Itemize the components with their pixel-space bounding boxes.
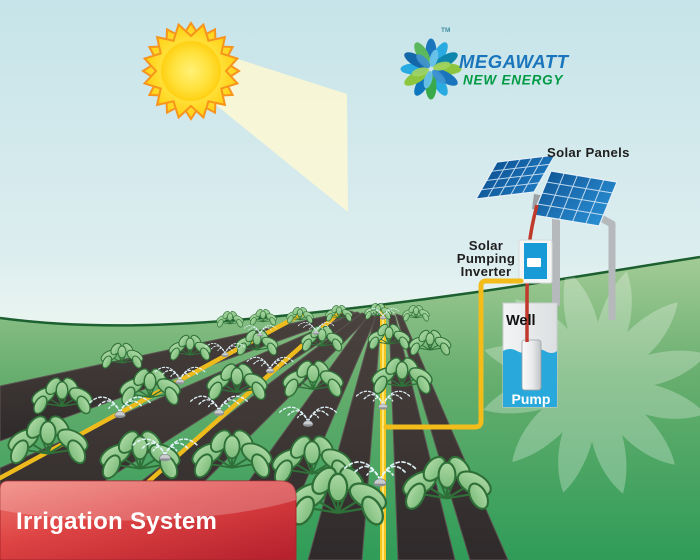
flower-logo-icon <box>400 38 462 100</box>
banner-shine <box>0 481 296 521</box>
well-label: Well <box>506 313 536 329</box>
banner-background <box>0 480 297 560</box>
trademark-mark: TM <box>441 27 450 34</box>
inverter-display <box>527 258 541 267</box>
logo: TM MEGAWATT NEW ENERGY <box>400 27 570 100</box>
solar-panels-label: Solar Panels <box>547 145 630 160</box>
inverter <box>518 239 553 284</box>
pump-label: Pump <box>512 391 551 407</box>
title-banner: Irrigation System <box>0 480 297 560</box>
solar-panel-left <box>474 154 557 200</box>
supply-cable-yellow <box>383 278 524 430</box>
sun-icon <box>141 21 241 121</box>
diagram-labels: Solar Panels Solar Pumping Inverter Well… <box>457 145 630 407</box>
brand-tagline: NEW ENERGY <box>463 73 564 88</box>
well <box>502 302 558 408</box>
banner-title: Irrigation System <box>16 508 217 535</box>
solar-panel-array <box>474 154 618 320</box>
inverter-label-line1: Solar <box>469 238 503 253</box>
pump-unit <box>521 339 542 391</box>
solar-panel-right <box>532 170 618 227</box>
inverter-label-line3: Inverter <box>461 264 512 279</box>
sun-beam <box>211 54 348 212</box>
brand-name: MEGAWATT <box>459 51 570 72</box>
inverter-label-line2: Pumping <box>457 251 516 266</box>
